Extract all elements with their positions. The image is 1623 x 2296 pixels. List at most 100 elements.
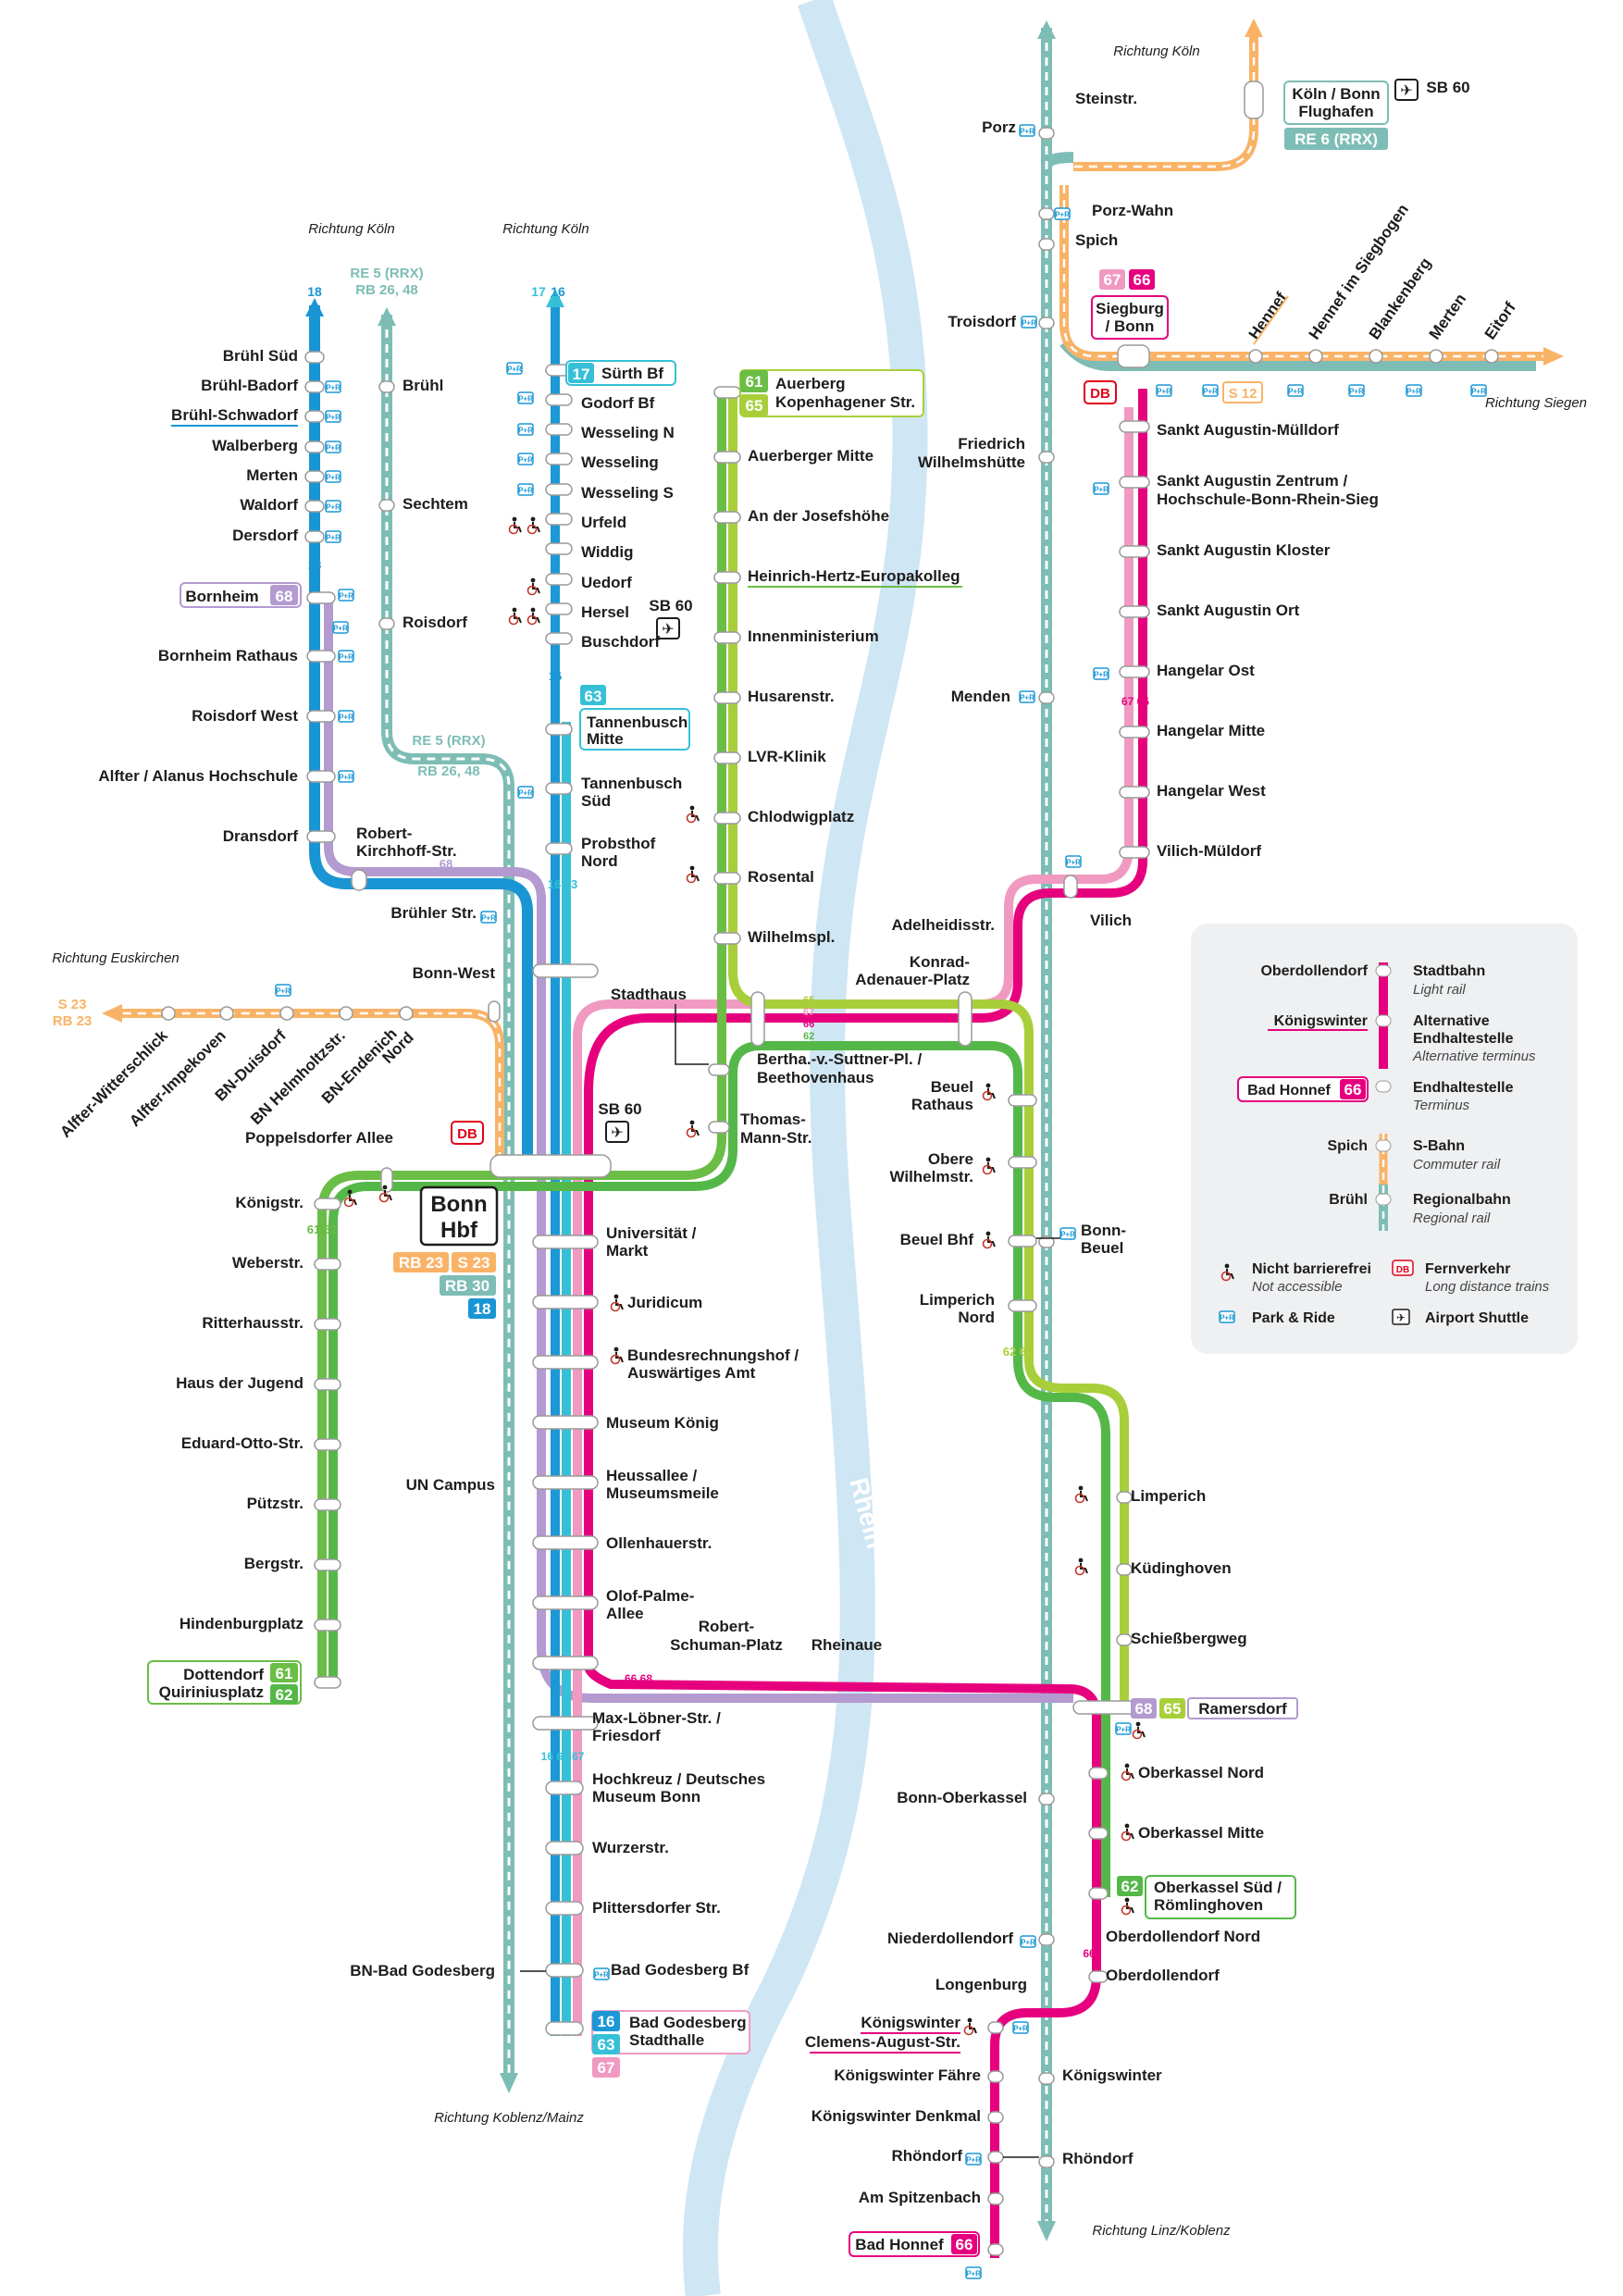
st-am-spitzenbach: Am Spitzenbach [859,2189,981,2206]
line-65 [728,389,1129,1703]
st-walberberg: Walberberg [212,437,298,454]
station-markers [161,81,1499,2256]
badge-63-tb [580,685,606,705]
ln-konrad-66: 66 [803,1019,814,1030]
st-wilhelmspl: Wilhelmspl. [748,928,835,946]
badge-rb23 [393,1252,449,1272]
legend-i1: Light rail [1413,982,1466,998]
legend-t2b: Endhaltestelle [1413,1031,1514,1047]
st-schuman-2: Schuman-Platz [670,1636,783,1654]
st-probsthof-2: Nord [581,852,618,870]
st-sechtem: Sechtem [403,495,468,513]
st-porz: Porz [982,118,1016,136]
st-wesseling-n: Wesseling N [581,424,675,441]
st-friedrich-1: Friedrich [958,435,1025,453]
db-badge-west-t: DB [457,1126,477,1142]
dir-koeln-mid: Richtung Köln [502,221,588,237]
badge-16-bot [592,2011,620,2031]
line-18 [309,305,533,1175]
st-oberkassel-nord: Oberkassel Nord [1138,1764,1264,1781]
st-alfter-witterschlick: Alfter-Witterschlick [56,1026,171,1141]
st-hindenburgplatz: Hindenburgplatz [180,1615,304,1632]
arrow-linz [1037,2221,1056,2241]
st-beuel-rathaus-1: Beuel [931,1078,973,1096]
st-siegburg-2: / Bonn [1106,317,1155,335]
st-plittersdorfer: Plittersdorfer Str. [592,1899,721,1917]
ln-18-top: 18 [307,284,322,299]
st-robert-kirchhoff-2: Kirchhoff-Str. [356,842,457,860]
st-oberdollendorf: Oberdollendorf [1106,1967,1220,1984]
st-hangelar-ost: Hangelar Ost [1157,662,1255,679]
st-alfter-impekoven: Alfter-Impekoven [126,1026,229,1130]
lbl-s12: S 12 [1229,386,1258,402]
st-sa-zentrum-1: Sankt Augustin Zentrum / [1157,472,1347,490]
st-koenigswinter-faehre: Königswinter Fähre [834,2066,981,2084]
legend-db-icon [1392,1260,1414,1276]
st-koenigstr: Königstr. [235,1194,304,1211]
badge-68-bornheim-t: 68 [276,588,293,605]
arrow-16 [546,289,564,307]
db-badge-sieg-t: DB [1090,386,1110,402]
badge-63-tb-t: 63 [585,688,602,705]
st-universitaet-1: Universität / [606,1224,697,1242]
badge-s23 [452,1252,496,1272]
siegburg-box [1091,295,1169,340]
arrow-koeln-s [1245,19,1263,37]
badge-63-bot-t: 63 [598,2036,615,2054]
arrow-euskirchen [102,1004,122,1023]
bonn-hbf-box [419,1185,499,1247]
legend-i3: Terminus [1413,1098,1470,1113]
st-bruehl-badorf: Brühl-Badorf [201,377,298,394]
st-limperich-nord-2: Nord [958,1309,995,1326]
st-uedorf: Uedorf [581,574,632,591]
st-roisdorf: Roisdorf [403,614,467,631]
legend-st4 [1375,1139,1392,1152]
st-eduard-otto: Eduard-Otto-Str. [181,1434,304,1452]
st-longenburg: Longenburg [935,1976,1027,1993]
st-bergstr: Bergstr. [244,1555,304,1572]
sb60-flughafen: SB 60 [1426,79,1469,96]
st-konrad-2: Adenauer-Platz [855,971,970,988]
st-adelheidisstr: Adelheidisstr. [892,916,995,934]
st-niederdollendorf: Niederdollendorf [887,1930,1013,1947]
st-hangelar-west: Hangelar West [1157,782,1266,800]
st-flughafen-2: Flughafen [1298,103,1373,120]
st-troisdorf: Troisdorf [948,313,1016,330]
st-ollenhauerstr: Ollenhauerstr. [606,1534,712,1552]
legend-t5: Regionalbahn [1413,1192,1511,1208]
st-beuel-rathaus-2: Rathaus [911,1096,973,1113]
badge-61-t: 61 [746,373,763,391]
st-re6: RE 6 (RRX) [1295,130,1378,148]
st-bruehl-schwadorf: Brühl-Schwadorf [171,406,298,424]
dottendorf-box [147,1660,302,1705]
ln-6162: 61 62 [307,1222,338,1236]
station-labels: Brühl Süd Brühl-Badorf Brühl-Schwadorf W… [56,81,1519,2257]
db-badge-sieg [1084,380,1117,404]
st-ramersdorf: Ramersdorf [1198,1700,1287,1718]
legend-ex4: Spich [1327,1138,1368,1154]
st-husarenstr: Husarenstr. [748,688,835,705]
badge-rb30 [440,1275,496,1296]
st-spich: Spich [1075,231,1118,249]
arrow-bruehl-top [378,307,396,326]
arrow-siegen [1543,347,1564,366]
st-beuel-bhf: Beuel Bhf [900,1231,974,1248]
st-rhoendorf-w: Rhöndorf [892,2147,963,2165]
st-kuedinghoven: Küdinghoven [1131,1559,1232,1577]
st-rheinaue: Rheinaue [812,1636,883,1654]
lbl-s23-west: S 23 [58,997,87,1012]
st-wesseling-s: Wesseling S [581,484,674,502]
badge-s23-t: S 23 [458,1254,490,1272]
legend-pr-icon [1219,1310,1235,1323]
st-godorf: Godorf Bf [581,394,655,412]
st-auerberg-2: Kopenhagener Str. [775,393,915,411]
st-oberdollendorf-nord: Oberdollendorf Nord [1106,1928,1260,1945]
badge-17 [568,363,594,383]
badge-63-bot [592,2034,620,2054]
st-thomas-mann-2: Mann-Str. [740,1129,812,1147]
st-blankenberg: Blankenberg [1366,254,1435,342]
st-koenigswinter-denkmal: Königswinter Denkmal [812,2107,981,2125]
ln-16-top: 16 [551,284,565,299]
st-auerberg-1: Auerberg [775,375,846,392]
